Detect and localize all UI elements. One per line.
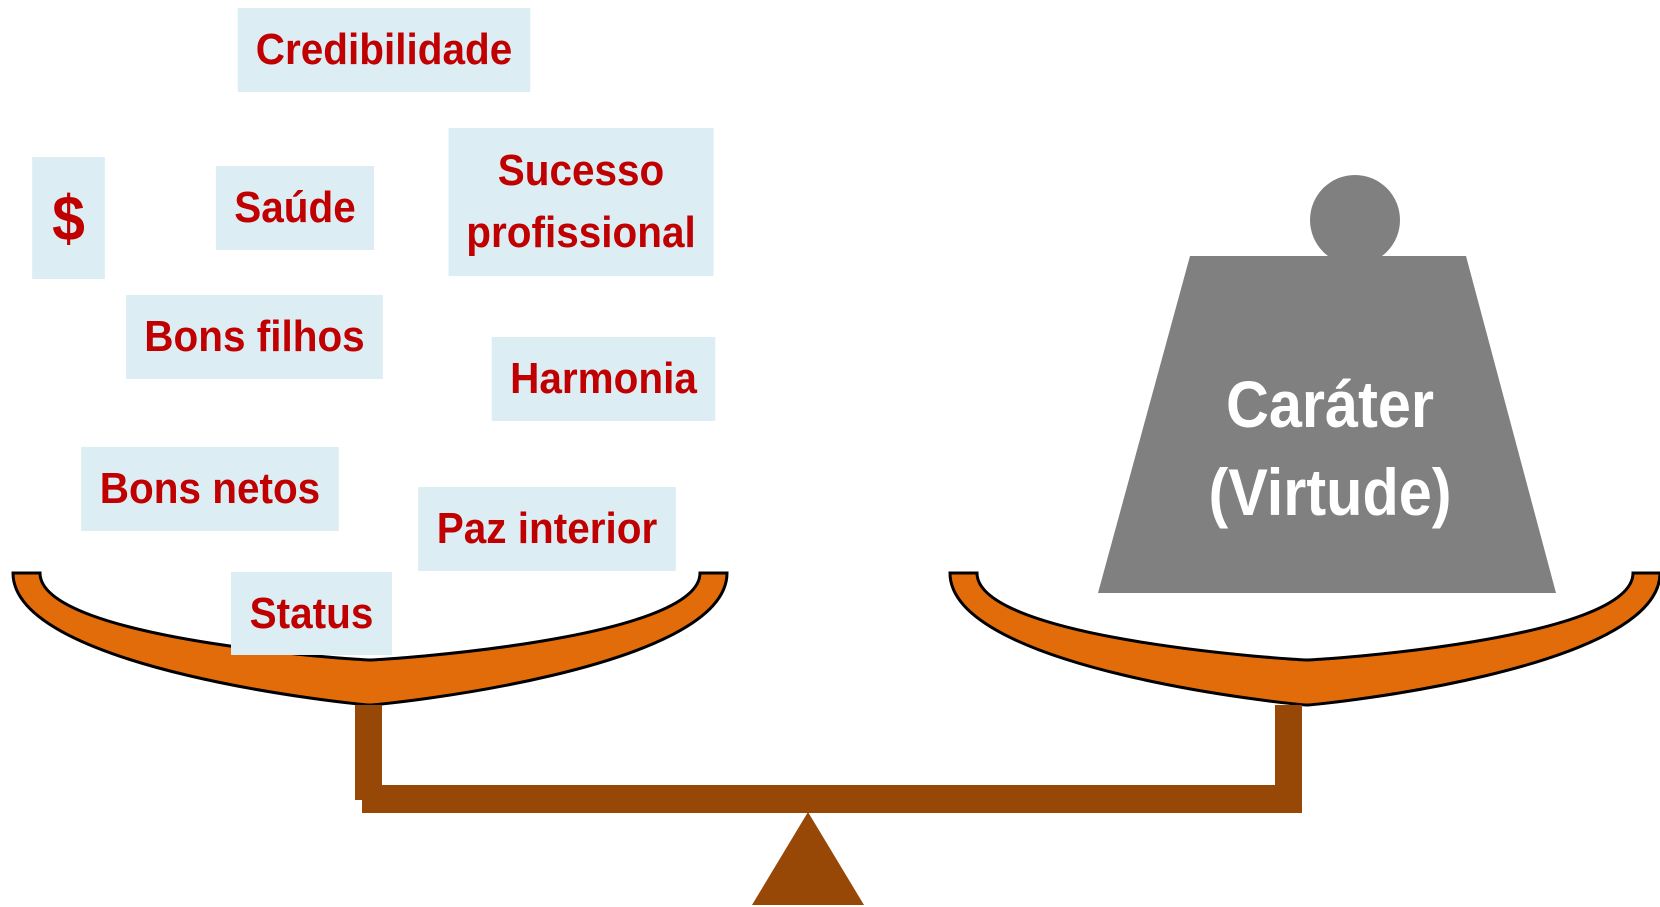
tag-bons-netos: Bons netos	[81, 447, 339, 531]
weight-label-line2: (Virtude)	[1208, 455, 1452, 529]
tag-dollar: $	[32, 157, 105, 279]
weight-label-line1: Caráter	[1225, 367, 1435, 441]
beam	[362, 785, 1302, 813]
tag-saude: Saúde	[215, 166, 375, 250]
tag-bons-filhos: Bons filhos	[126, 295, 383, 379]
weight-label: Caráter (Virtude)	[1159, 360, 1501, 536]
tag-harmonia: Harmonia	[491, 337, 716, 421]
weight-body	[1098, 256, 1556, 593]
tag-status: Status	[231, 572, 392, 655]
tag-sucesso-profissional: Sucesso profissional	[448, 128, 714, 276]
fulcrum	[752, 812, 864, 905]
tag-paz-interior: Paz interior	[418, 487, 676, 571]
tag-credibilidade: Credibilidade	[237, 8, 531, 92]
weight-knob	[1310, 175, 1400, 265]
